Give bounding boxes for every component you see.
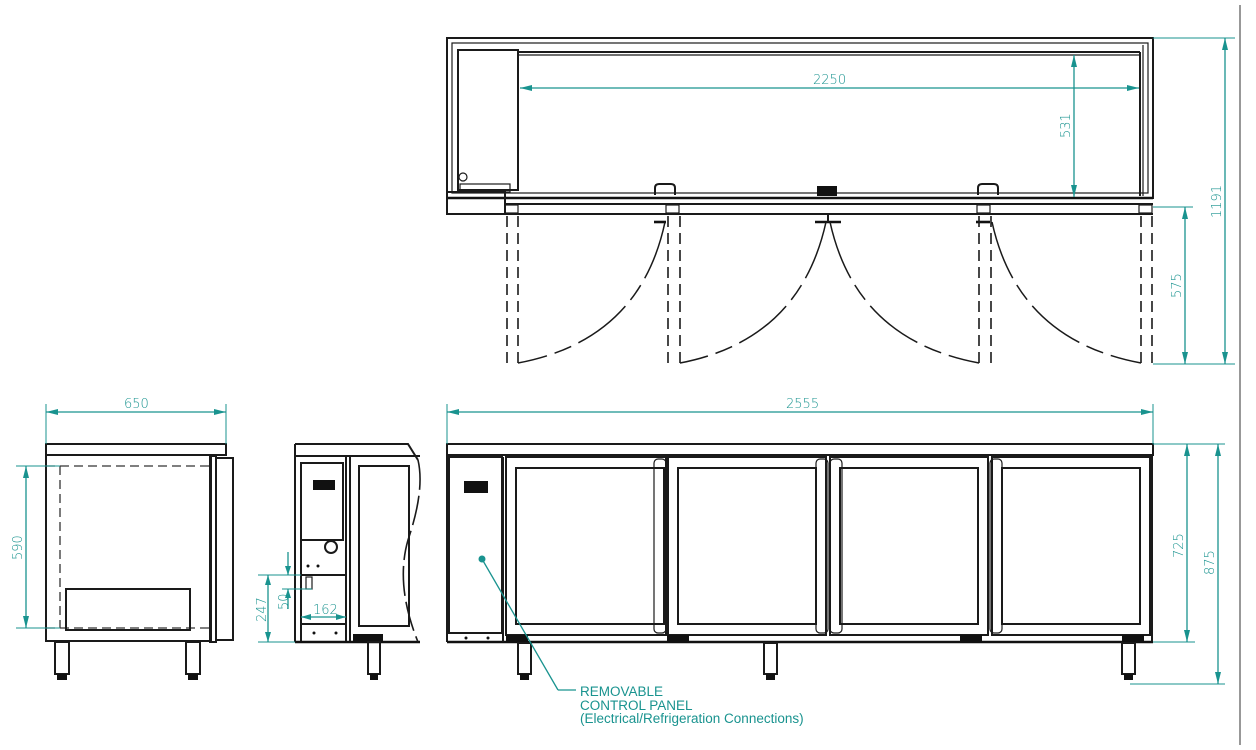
top-view [446, 37, 1154, 364]
dim-interior-width: 2250 [813, 73, 846, 88]
detail-view-dimensions: 247 50 162 [255, 552, 346, 643]
detail-view [294, 443, 421, 680]
dim-overall-width: 2555 [786, 397, 819, 412]
front-door-4 [989, 456, 1151, 636]
callout-line-3: (Electrical/Refrigeration Connections) [580, 711, 804, 726]
dim-interior-depth: 531 [1059, 113, 1074, 138]
dim-side-width: 650 [124, 397, 149, 412]
front-door-2 [667, 456, 829, 636]
side-view-dimensions: 650 590 [11, 397, 227, 629]
front-door-3 [829, 456, 989, 636]
dim-body-height: 725 [1172, 533, 1187, 558]
dim-door-swing: 575 [1170, 273, 1185, 298]
dim-side-height: 590 [11, 535, 26, 560]
callout-line-1: REMOVABLE [580, 684, 664, 699]
callout-line-2: CONTROL PANEL [580, 697, 693, 713]
dim-overall-depth: 1191 [1210, 185, 1225, 218]
top-view-dimensions: 2250 531 1191 575 [520, 37, 1235, 365]
front-view [446, 443, 1154, 680]
dim-overall-height: 875 [1203, 550, 1218, 575]
side-view [45, 443, 234, 680]
control-panel-callout: REMOVABLE CONTROL PANEL (Electrical/Refr… [580, 685, 804, 726]
front-door-1 [505, 456, 667, 636]
front-view-dimensions: 2555 725 875 [446, 397, 1225, 685]
control-panel-callout-leader [478, 555, 576, 691]
dim-opening-width: 162 [313, 603, 338, 618]
dim-opening-gap: 50 [277, 593, 292, 610]
dim-opening-height: 247 [255, 597, 270, 622]
